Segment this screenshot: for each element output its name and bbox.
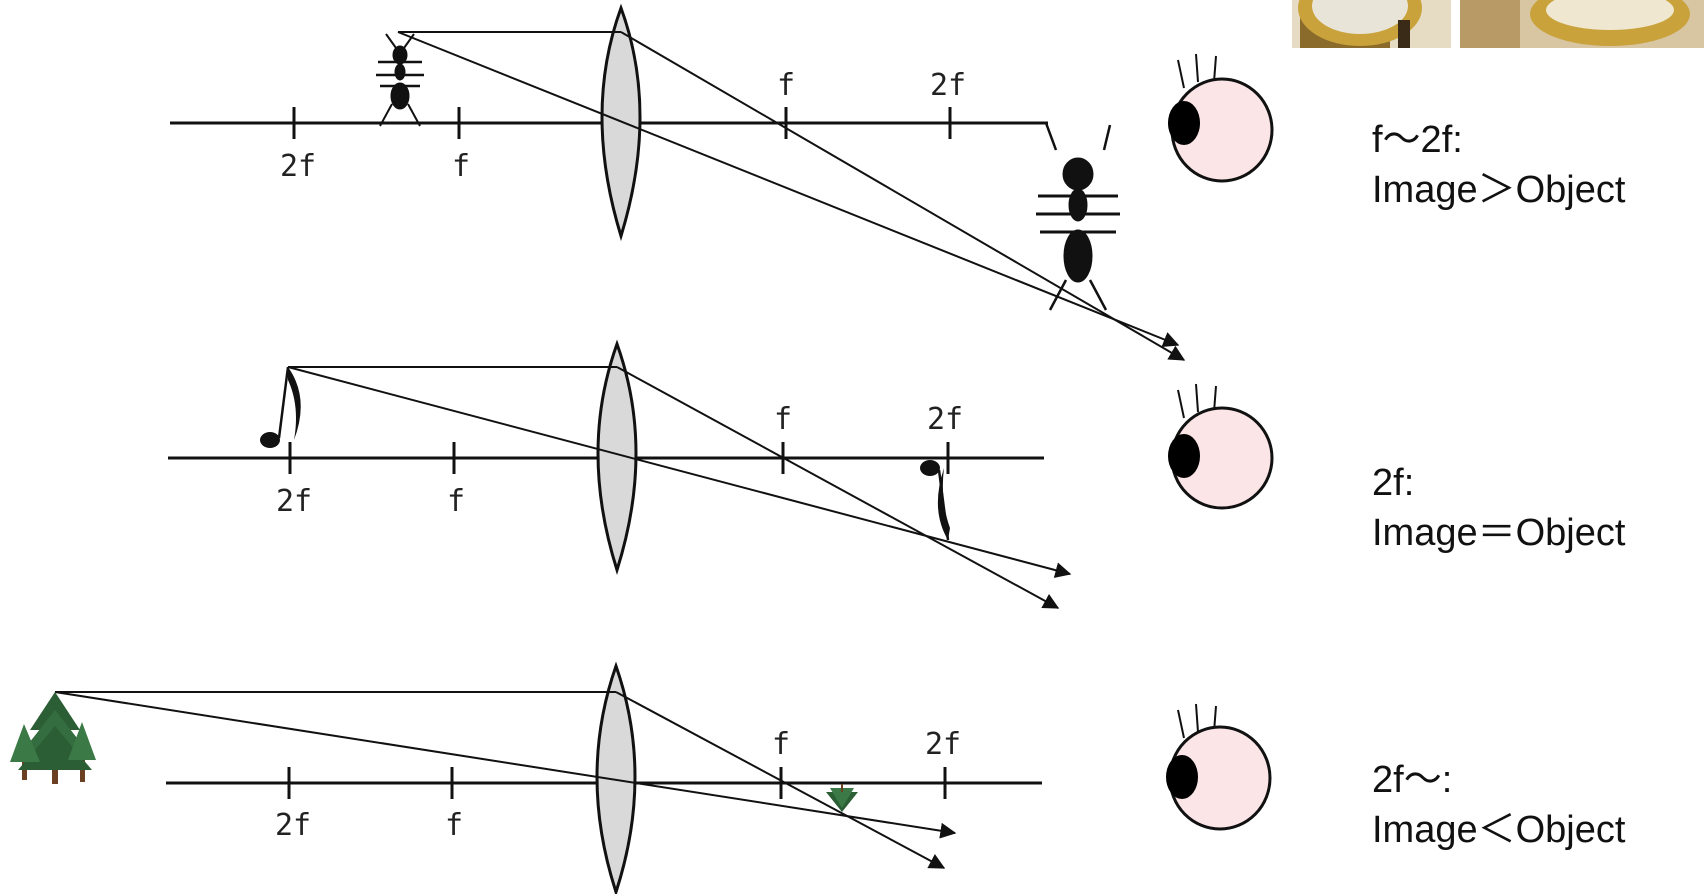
ray-central <box>397 31 1180 347</box>
caption-comparison: Image＝Object <box>1372 512 1626 554</box>
tick-label-left-2f: 2f <box>276 484 312 519</box>
photo-thumbnails <box>1292 0 1704 48</box>
tree-image-icon <box>826 784 858 812</box>
tick-label-right-2f: 2f <box>930 68 966 103</box>
magnifier-photo-left <box>1292 0 1451 48</box>
caption-comparison: Image＜Object <box>1372 809 1626 851</box>
tick-label-left-f: f <box>447 484 465 519</box>
caption-f-to-2f: f～2f: Image＞Object <box>1372 115 1625 215</box>
music-note-icon <box>260 366 301 448</box>
ray-central <box>54 691 957 839</box>
convex-lens-icon <box>596 339 638 575</box>
ray-parallel-refracted <box>615 691 946 869</box>
tick-label-left-f: f <box>452 149 470 184</box>
panel-f-to-2f: 2f f f 2f <box>170 3 1274 361</box>
tick-label-left-2f: 2f <box>280 149 316 184</box>
tick-label-left-2f: 2f <box>275 808 311 843</box>
tick-label-right-2f: 2f <box>927 402 963 437</box>
tick-label-left-f: f <box>445 808 463 843</box>
ant-icon <box>376 33 424 127</box>
ray-parallel-refracted <box>620 31 1186 361</box>
caption-range: 2f～: <box>1372 759 1453 801</box>
caption-range: f～2f: <box>1372 119 1463 161</box>
music-note-image-icon <box>920 460 950 541</box>
tick-label-right-f: f <box>777 68 795 103</box>
caption-beyond-2f: 2f～: Image＜Object <box>1372 755 1625 855</box>
caption-2f: 2f: Image＝Object <box>1372 458 1625 558</box>
panel-2f: 2f f f 2f <box>168 339 1274 609</box>
tick-label-right-2f: 2f <box>925 727 961 762</box>
eye-icon <box>1168 383 1274 510</box>
ant-image-icon <box>1036 122 1120 311</box>
ray-central <box>287 366 1072 578</box>
magnifier-photo-right <box>1460 0 1704 48</box>
tree-icon <box>10 692 96 784</box>
caption-comparison: Image＞Object <box>1372 169 1626 211</box>
panel-beyond-2f: 2f f f 2f <box>10 661 1272 894</box>
ray-parallel-refracted <box>616 366 1060 609</box>
tick-label-right-f: f <box>772 727 790 762</box>
eye-icon <box>1168 53 1274 183</box>
eye-icon <box>1166 703 1272 831</box>
caption-range: 2f: <box>1372 462 1415 504</box>
tick-label-right-f: f <box>774 402 792 437</box>
